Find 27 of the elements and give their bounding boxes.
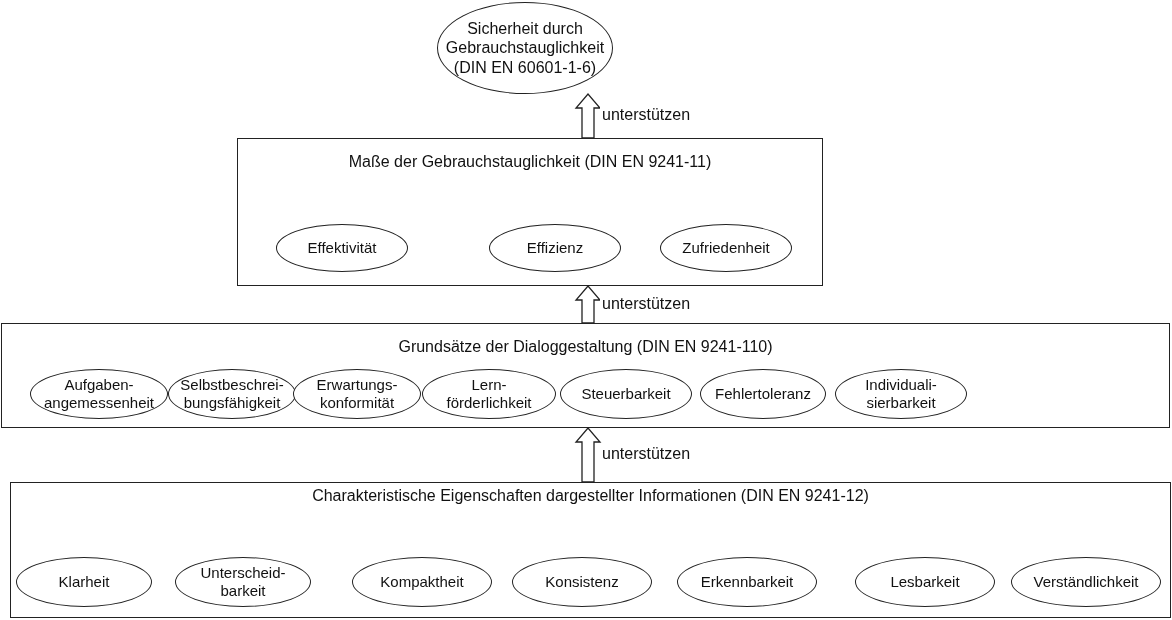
box-title: Maße der Gebrauchstauglichkeit (DIN EN 9241-11) — [347, 153, 713, 171]
node-text: Erwartungs- konformität — [315, 376, 399, 412]
node-text: Effizienz — [526, 239, 584, 257]
node-text: Erkennbarkeit — [700, 573, 794, 591]
node-text: Steuerbarkeit — [581, 385, 671, 403]
node-text: Sicherheit durch Gebrauchstauglichkeit (DIN EN 60601-1-6) — [445, 19, 605, 77]
node-text: Verständlichkeit — [1033, 573, 1139, 591]
group-box — [10, 482, 1171, 618]
node-text: Lesbarkeit — [890, 573, 960, 591]
group-box — [237, 138, 823, 286]
node-text: Individuali- sierbarkeit — [864, 376, 938, 412]
hollow-arrow — [574, 285, 602, 324]
node-text: Fehlertoleranz — [715, 385, 811, 403]
node-text: Klarheit — [58, 573, 110, 591]
group-box — [1, 323, 1170, 428]
node-text: Aufgaben- angemessenheit — [42, 376, 156, 412]
node-text: Effektivität — [307, 239, 377, 257]
node-text: Kompaktheit — [380, 573, 464, 591]
box-title: Grundsätze der Dialoggestaltung (DIN EN 9241-110) — [397, 338, 774, 356]
node-text: Konsistenz — [545, 573, 619, 591]
node-text: Zufriedenheit — [682, 239, 770, 257]
node-text: Selbstbeschrei- bungsfähigkeit — [179, 376, 285, 412]
hollow-arrow — [574, 93, 602, 139]
hollow-arrow — [574, 427, 602, 483]
node-text: Lern- förderlichkeit — [445, 376, 533, 412]
box-title: Charakteristische Eigenschaften dargestellter Informationen (DIN EN 9241-12) — [311, 487, 870, 505]
node-text: Unterscheid- barkeit — [199, 564, 287, 600]
